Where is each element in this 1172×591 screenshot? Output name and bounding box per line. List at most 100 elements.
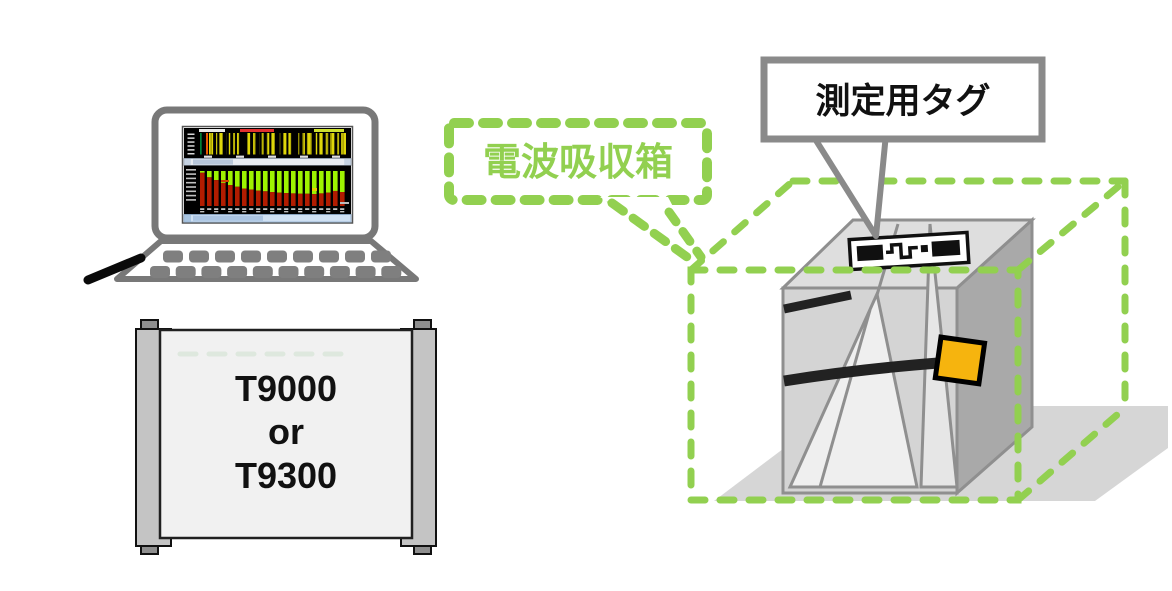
bar-green-segment [305,171,310,194]
bottom-scrollbar-thumb[interactable] [193,215,263,221]
bar-chart-bars [200,171,345,213]
waveform-gap [299,133,303,155]
laptop-key [252,266,273,278]
absorber-bubble-tail-left [607,198,699,267]
rfid-pad-left [856,244,884,262]
reader-unit: T9000 or T9300 [135,319,437,555]
laptop-cable [83,253,146,285]
bar-green-segment [326,171,331,193]
reader-model-line1: T9000 [235,368,337,409]
bar-x-label-mark [263,208,268,210]
waveform-gap [291,133,299,155]
laptop-key [293,250,313,263]
bar-x-label-mark2 [242,211,247,213]
waveform-x-tick [204,155,212,158]
waveform-x-tick [236,155,244,158]
bar-chart-legend-mark [186,199,196,201]
bar-x-label-mark [305,208,310,210]
waveform-gap [269,133,272,155]
absorber-bubble-tail-right [664,207,706,262]
waveform-gap [226,133,229,155]
waveform-gap [334,133,338,155]
bar-x-label-mark [200,208,205,210]
bar-chart [184,165,351,215]
scrollbar-thumb[interactable] [193,159,233,165]
bar-x-label-mark [277,208,282,210]
bar-green-segment [221,171,226,183]
laptop-key [201,266,222,278]
bar-x-label-mark [207,208,212,210]
bar-chart-red-mark [221,180,229,182]
bar-chart-legend-mark [186,186,196,188]
waveform-y-ticks [187,133,195,155]
laptop-key [227,266,248,278]
absorber-bubble-box [444,118,712,205]
reader-panel [158,328,414,540]
waveform-gaps [213,133,342,155]
bar-chart-legend-marks [186,169,196,201]
bar-x-label-mark2 [270,211,275,213]
rfid-pad-mid [920,244,929,253]
scrollbar-left-arrow[interactable] [184,159,191,165]
waveform-alert-mark [240,129,274,132]
bar-red-segment [319,193,324,206]
bar-red-segment [200,172,205,206]
screen-divider-scrollbar [183,158,352,166]
bar-green-segment [291,171,296,194]
cube-top-right-edge [1014,177,1129,274]
bar-green-segment [333,171,338,191]
laptop-key [371,250,391,263]
bar-green-segment [256,171,261,191]
bar-x-label-mark2 [340,211,345,213]
waveform-gap [217,133,220,155]
waveform-gap [239,133,247,155]
laptop-key [267,250,287,263]
waveform-y-tick [187,133,195,135]
tag-callout-label: 測定用タグ [815,82,990,121]
laptop-key [355,266,376,278]
bar-x-label-mark2 [284,211,289,213]
bottom-scrollbar-track[interactable] [183,214,352,223]
bar-green-segment [263,171,268,192]
rfid-zigzag [885,242,918,260]
bar-x-label-mark [235,208,240,210]
tag-callout-tail [809,131,889,239]
waveform-gap [317,133,320,155]
laptop-key [329,266,350,278]
bar-chart-axis-unit-mark [340,202,349,204]
bar-red-segment [298,193,303,206]
bar-red-segment [242,188,247,206]
waveform-gap [339,133,342,155]
waveform-gap [286,133,289,155]
bar-green-segment [200,171,205,173]
waveform-x-ticks [204,155,340,158]
absorber-bubble: 電波吸収箱 [444,118,712,267]
bar-red-segment [326,192,331,206]
waveform-status-mark [314,129,344,132]
bar-x-label-mark [298,208,303,210]
rfid-pad-right [931,239,961,257]
bar-green-segment [284,171,289,194]
bar-red-segment [263,191,268,206]
bottom-scrollbar-left-arrow[interactable] [184,215,192,222]
bar-red-segment [284,193,289,206]
reader-model-line2: or [268,411,304,452]
bar-x-label-mark2 [298,211,303,213]
waveform-gap [311,133,316,155]
scrollbar-right-arrow[interactable] [344,159,351,165]
antenna-cable [783,357,939,387]
waveform-title-mark [199,129,225,132]
bar-green-segment [235,171,240,187]
bar-red-segment [207,177,212,206]
waveform-gap [250,133,254,155]
bar-red-segment [333,190,338,206]
waveform-gap [255,133,260,155]
bar-x-label-mark [270,208,275,210]
flap-front-sheet [787,289,919,489]
bar-x-label-mark2 [326,211,331,213]
bar-chart-legend-mark [186,190,196,193]
waveform-orange-marker [206,133,208,155]
laptop-key [163,250,183,263]
